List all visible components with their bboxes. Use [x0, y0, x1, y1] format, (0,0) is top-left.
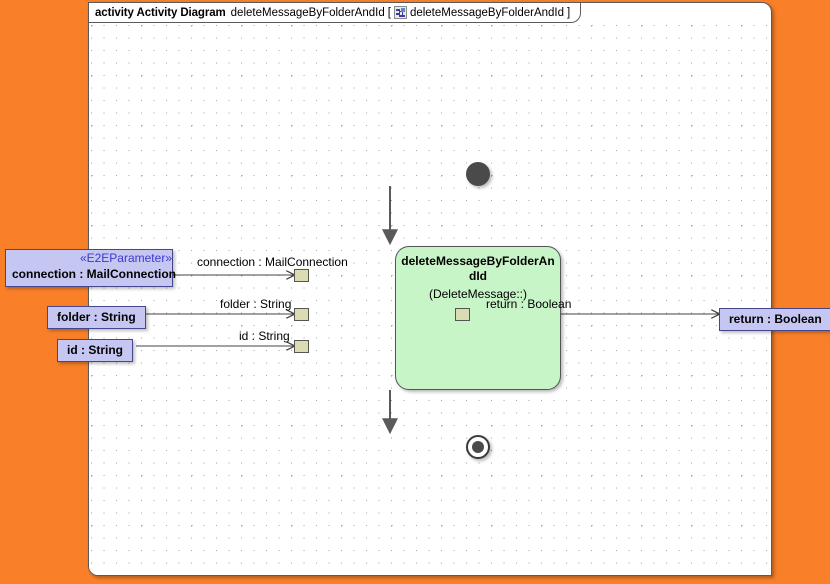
diagram-frame-header[interactable]: activity Activity Diagram deleteMessageB…: [89, 3, 582, 23]
activity-diagram-icon: [393, 6, 407, 19]
parameter-label-return: return : Boolean: [729, 312, 822, 326]
parameter-box-return[interactable]: return : Boolean: [719, 308, 830, 331]
output-pin-return[interactable]: [455, 308, 470, 321]
parameter-box-folder[interactable]: folder : String: [47, 306, 146, 329]
frame-scoped-element: deleteMessageByFolderAndId: [409, 6, 565, 19]
parameter-label-folder: folder : String: [57, 310, 136, 324]
activity-diagram-frame[interactable]: activity Activity Diagram deleteMessageB…: [88, 2, 772, 576]
input-pin-id[interactable]: [294, 340, 309, 353]
action-node-subtitle: (DeleteMessage::): [428, 287, 528, 301]
parameter-box-connection[interactable]: «E2EParameter» connection : MailConnecti…: [5, 249, 176, 287]
activity-final-node[interactable]: [466, 435, 490, 459]
edge-label-id: id : String: [239, 329, 290, 343]
action-node-deleteMessageByFolderAndId[interactable]: deleteMessageByFolderAndId (DeleteMessag…: [395, 246, 561, 390]
input-pin-connection[interactable]: [294, 269, 309, 282]
edge-label-return: return : Boolean: [486, 297, 572, 311]
frame-kind-label: activity Activity Diagram: [95, 6, 226, 19]
parameter-stereotype-connection: «E2EParameter»: [79, 251, 172, 265]
initial-node[interactable]: [466, 162, 490, 186]
frame-diagram-name: deleteMessageByFolderAndId: [230, 6, 385, 19]
edge-label-folder: folder : String: [220, 297, 292, 311]
edge-label-connection: connection : MailConnection: [197, 255, 348, 269]
parameter-label-id: id : String: [67, 343, 123, 357]
parameter-label-connection: connection : MailConnection: [12, 267, 176, 281]
input-pin-folder[interactable]: [294, 308, 309, 321]
parameter-box-id[interactable]: id : String: [57, 339, 133, 362]
action-node-title: deleteMessageByFolderAndId: [401, 254, 555, 283]
frame-bracket-close: ]: [567, 6, 571, 19]
frame-bracket-open: [: [387, 6, 391, 19]
